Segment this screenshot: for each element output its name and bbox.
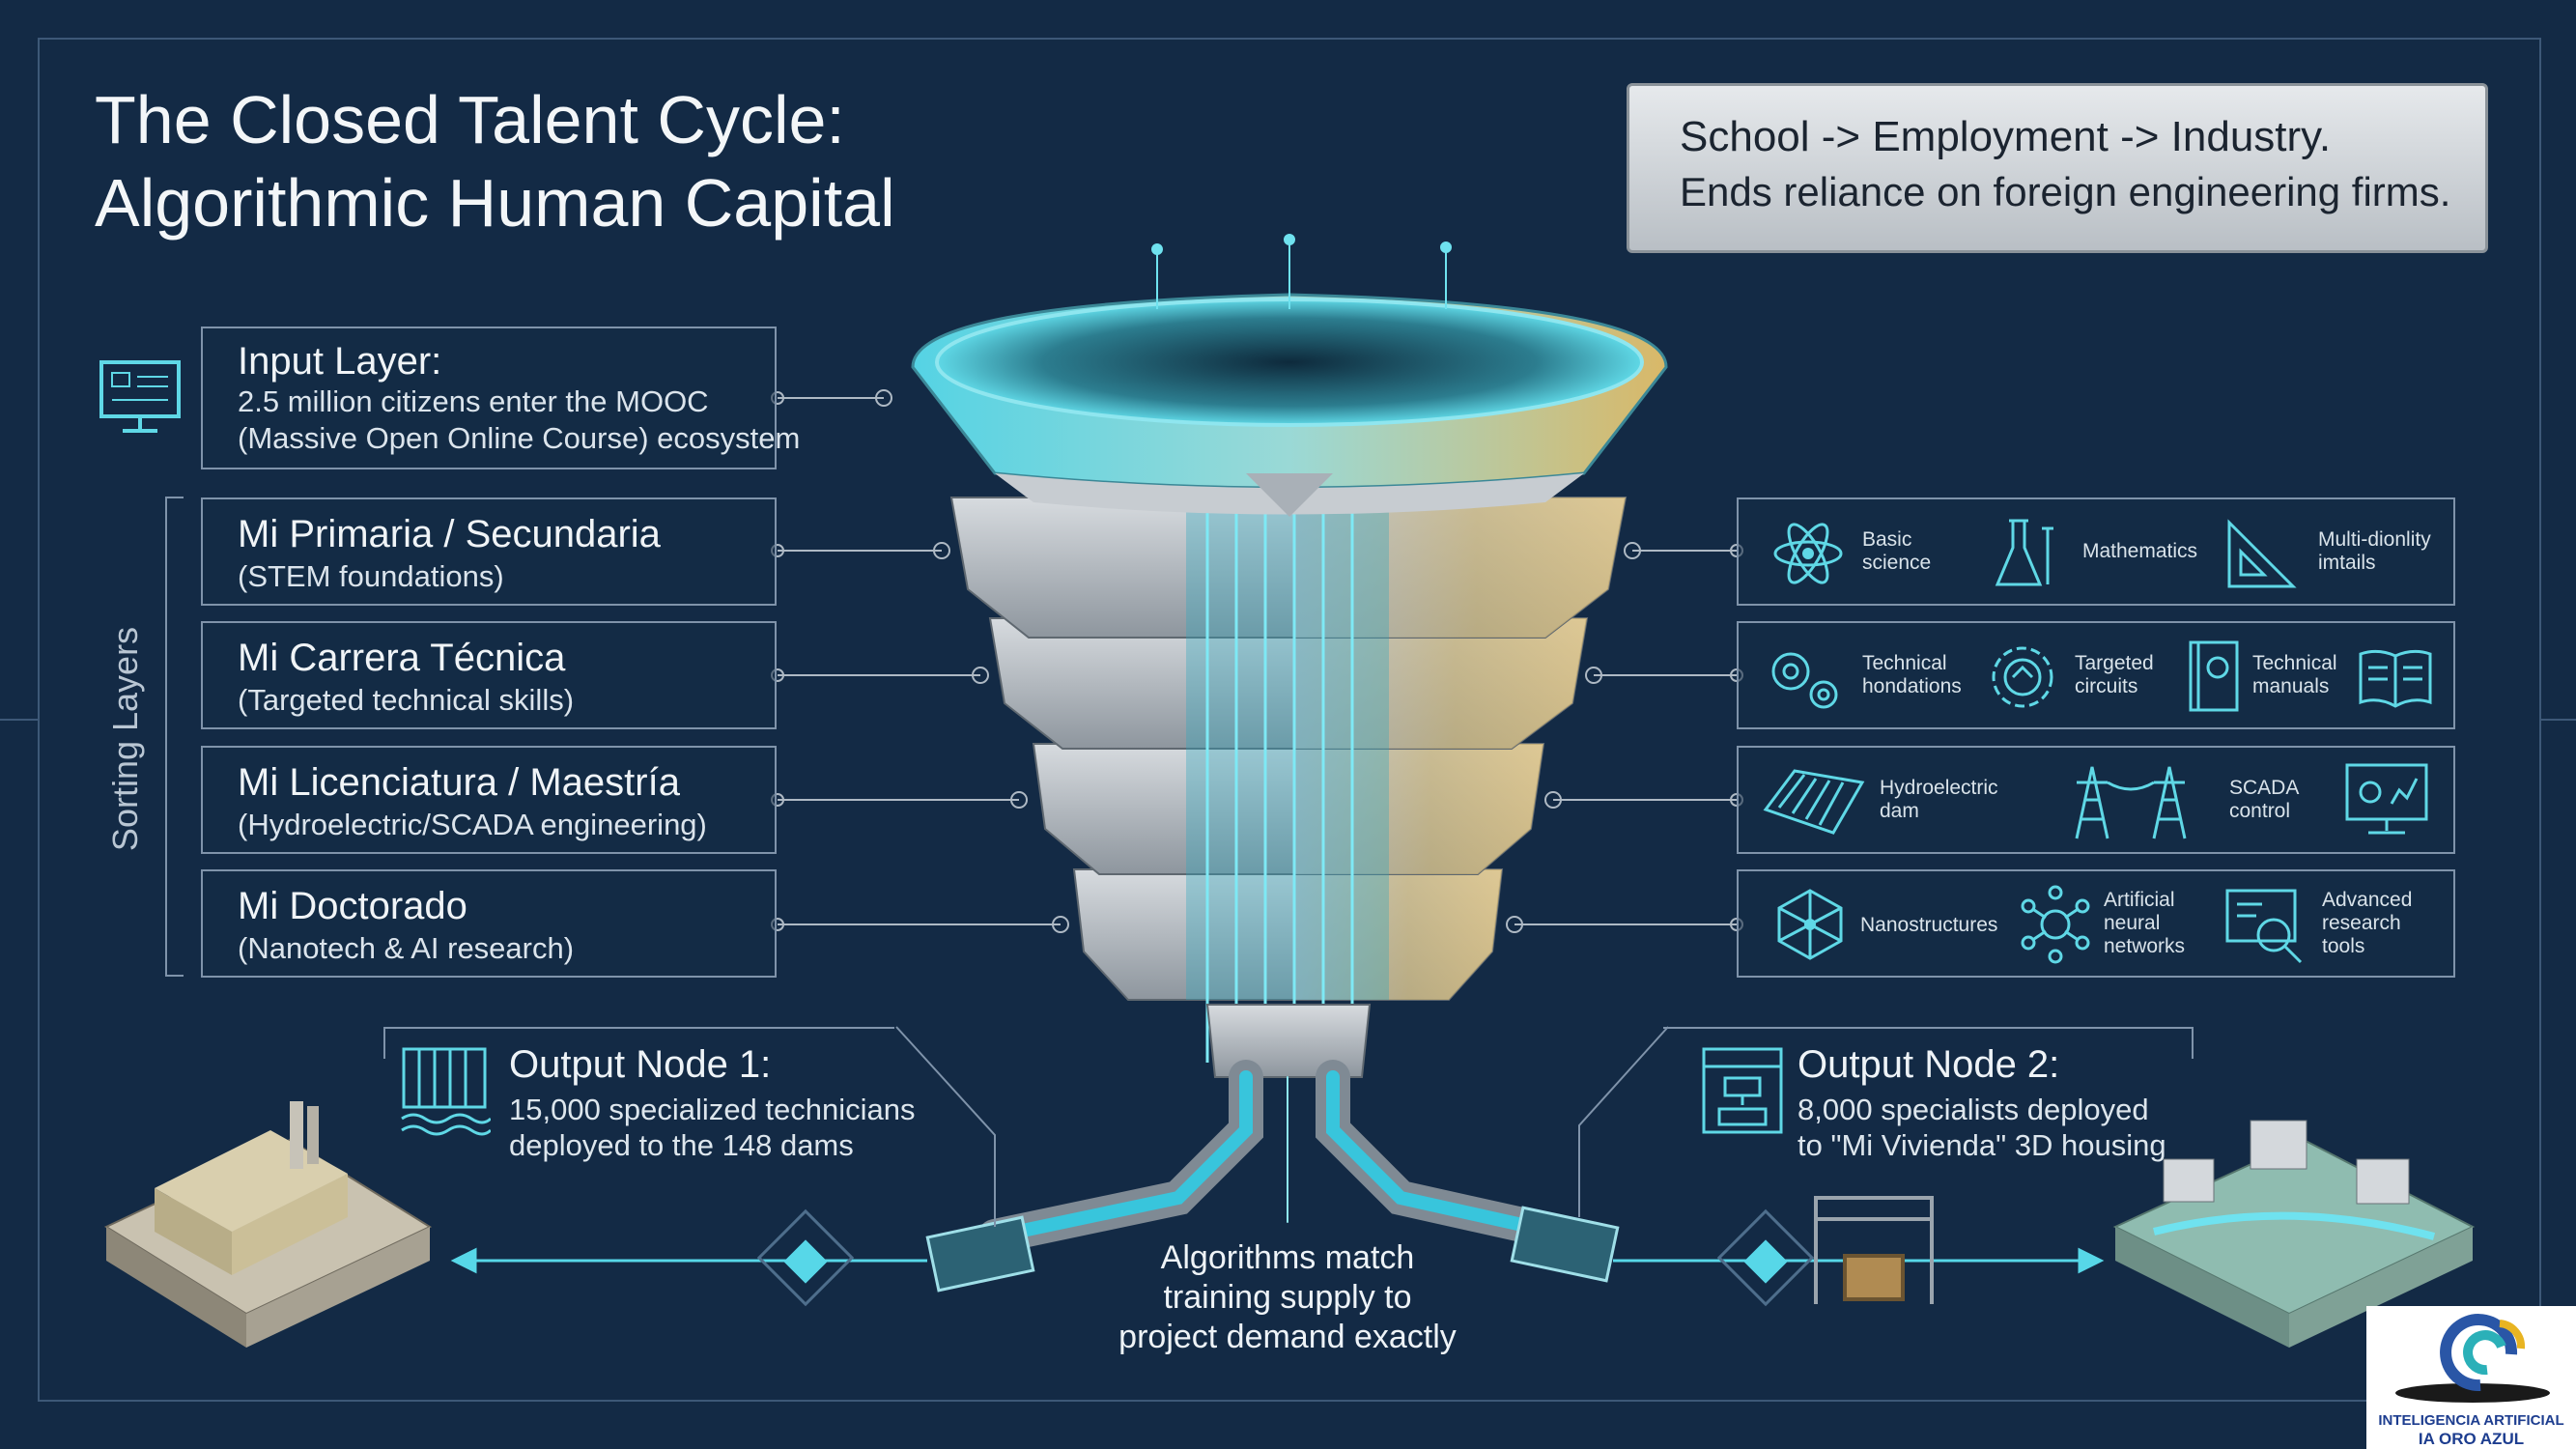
monitor-icon (99, 360, 181, 433)
output2-frame (1663, 1027, 2194, 1059)
detail-label-scada-control: SCADA control (2229, 777, 2300, 822)
dam-output-icon (401, 1047, 491, 1136)
logo-line1: INTELIGENCIA ARTIFICIAL (2378, 1412, 2564, 1429)
housing-illustration (2112, 1120, 2476, 1348)
logo-mark (2395, 1314, 2550, 1403)
detail-box-primaria: Basic science Mathematics Multi-dionlity… (1737, 497, 2455, 606)
flask-icon (1995, 519, 2053, 586)
detail-label-multi: Multi-dionlity imtails (2318, 528, 2431, 574)
layer-box-input: Input Layer: 2.5 million citizens enter … (201, 327, 800, 469)
layer-sub2-input: (Massive Open Online Course) ecosystem (238, 421, 801, 455)
power-plant-illustration (103, 1101, 433, 1348)
neural-network-icon (2021, 885, 2090, 964)
open-book-icon (2359, 649, 2432, 708)
detail-label-technical-hondations: Technical hondations (1862, 652, 1962, 697)
detail-box-tecnica: Technical hondations Targeted circuits T… (1737, 621, 2455, 729)
detail-label-basic-science: Basic science (1862, 528, 1932, 574)
banner-line2: Ends reliance on foreign engineering fir… (1680, 169, 2451, 214)
sorting-layers-label: Sorting Layers (105, 626, 145, 852)
center-caption-line3: project demand exactly (1118, 1319, 1457, 1355)
research-tools-icon (2225, 889, 2303, 964)
center-caption: Algorithms match training supply to proj… (1094, 1238, 1481, 1357)
detail-label-mathematics: Mathematics (2082, 540, 2198, 562)
logo-line2: IA ORO AZUL (2418, 1430, 2525, 1448)
atom-icon (1773, 523, 1843, 584)
detail-label-targeted-circuits: Targeted circuits (2075, 652, 2154, 697)
output1-title: Output Node 1: (509, 1043, 772, 1086)
gears-icon (1771, 652, 1838, 709)
output-pipes (977, 1060, 1592, 1254)
detail-box-doctorado: Nanostructures Artificial neural network… (1737, 869, 2455, 978)
banner-line1: School -> Employment -> Industry. (1680, 113, 2332, 160)
layer-sub-primaria: (STEM foundations) (238, 559, 504, 593)
output1-line1: 15,000 specialized technicians (509, 1093, 916, 1126)
left-connectors (771, 389, 1069, 933)
oro-azul-logo: INTELIGENCIA ARTIFICIAL IA ORO AZUL (2366, 1306, 2576, 1449)
page-title-line2: Algorithmic Human Capital (95, 165, 895, 241)
manual-icon (2189, 640, 2239, 712)
output2-line2: to "Mi Vivienda" 3D housing (1798, 1128, 2166, 1162)
detail-label-advanced-research-tools: Advanced research tools (2322, 889, 2413, 957)
layer-title-tecnica: Mi Carrera Técnica (238, 637, 566, 679)
right-connectors (1506, 542, 1743, 933)
center-caption-line1: Algorithms match (1160, 1239, 1415, 1276)
layer-sub-licenciatura: (Hydroelectric/SCADA engineering) (238, 808, 707, 841)
detail-label-artificial-neural-networks: Artificial neural networks (2104, 889, 2186, 957)
triangle-ruler-icon (2227, 519, 2297, 588)
output1-line2: deployed to the 148 dams (509, 1128, 854, 1162)
left-chip (925, 1215, 1035, 1293)
scada-monitor-icon (2345, 763, 2428, 835)
molecule-icon (1777, 889, 1843, 960)
talent-funnel (911, 234, 1668, 1078)
dam-icon (1763, 769, 1865, 835)
layer-sub-tecnica: (Targeted technical skills) (238, 683, 575, 717)
cycle-banner: School -> Employment -> Industry. Ends r… (1627, 83, 2488, 253)
power-tower-icon (2075, 766, 2187, 839)
center-caption-line2: training supply to (1163, 1279, 1412, 1316)
layer-box-tecnica: Mi Carrera Técnica (Targeted technical s… (201, 621, 777, 729)
sorting-bracket (165, 497, 184, 977)
layer-sub-doctorado: (Nanotech & AI research) (238, 931, 575, 965)
layer-box-primaria: Mi Primaria / Secundaria (STEM foundatio… (201, 497, 777, 606)
layer-title-input: Input Layer: (238, 340, 442, 383)
detail-label-nanostructures: Nanostructures (1860, 914, 1998, 936)
detail-label-hydroelectric-dam: Hydroelectric dam (1880, 777, 1998, 822)
layer-box-licenciatura: Mi Licenciatura / Maestría (Hydroelectri… (201, 746, 777, 854)
detail-box-licenciatura: Hydroelectric dam SCADA control (1737, 746, 2455, 854)
left-output-arrow (450, 1208, 927, 1307)
output2-line1: 8,000 specialists deployed (1798, 1093, 2149, 1126)
layer-title-licenciatura: Mi Licenciatura / Maestría (238, 761, 680, 804)
output2-title: Output Node 2: (1798, 1043, 2060, 1086)
3d-printer-icon (1702, 1047, 1783, 1134)
layer-box-doctorado: Mi Doctorado (Nanotech & AI research) (201, 869, 777, 978)
detail-label-technical-manuals: Technical manuals (2252, 652, 2337, 697)
layer-title-doctorado: Mi Doctorado (238, 885, 467, 927)
layer-sub1-input: 2.5 million citizens enter the MOOC (238, 384, 709, 418)
gear-circuit-icon (1992, 646, 2053, 708)
right-chip (1510, 1206, 1620, 1283)
layer-title-primaria: Mi Primaria / Secundaria (238, 513, 661, 555)
page-title-line1: The Closed Talent Cycle: (95, 82, 845, 157)
output1-frame (383, 1027, 894, 1059)
3d-printer-illustration (1814, 1196, 1934, 1304)
